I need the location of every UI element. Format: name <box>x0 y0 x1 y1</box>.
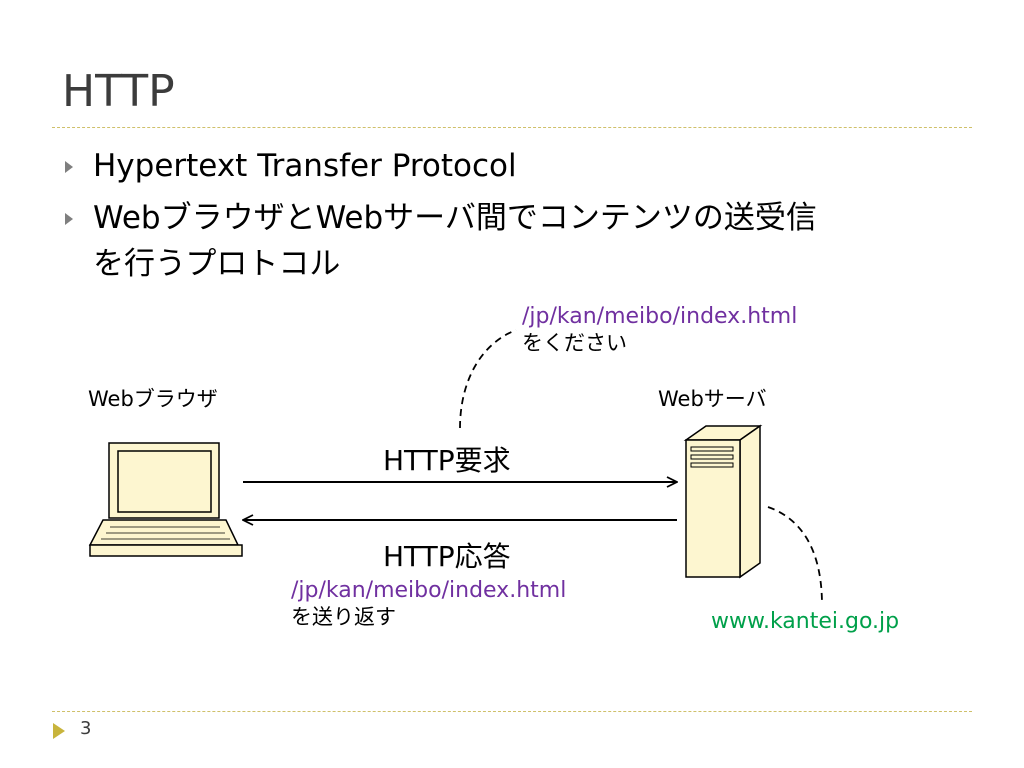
server-host: www.kantei.go.jp <box>711 609 900 634</box>
response-bubble: /jp/kan/meibo/index.html を送り返す <box>291 578 566 631</box>
client-label: Webブラウザ <box>88 387 218 411</box>
bullet-arrow-icon <box>65 161 73 173</box>
slide-title: HTTP <box>62 66 175 117</box>
footer-divider <box>52 711 972 712</box>
bullet-1-text: Hypertext Transfer Protocol <box>93 148 517 184</box>
response-label: HTTP応答 <box>383 540 511 573</box>
response-bubble-text: を送り返す <box>291 605 396 630</box>
bullet-2-line2: を行うプロトコル <box>93 246 341 282</box>
request-path: /jp/kan/meibo/index.html <box>522 304 798 329</box>
bullet-2-line1: WebブラウザとWebサーバ間でコンテンツの送受信 <box>93 200 817 236</box>
footer-triangle-icon <box>53 723 65 739</box>
request-label: HTTP要求 <box>383 444 511 477</box>
page-number: 3 <box>80 718 92 739</box>
request-bubble: /jp/kan/meibo/index.html をください <box>522 304 797 357</box>
server-icon <box>683 424 763 579</box>
server-label: Webサーバ <box>658 387 767 411</box>
server-callout-line <box>767 506 823 606</box>
title-divider <box>52 127 972 128</box>
request-bubble-text: をください <box>522 331 627 356</box>
response-path: /jp/kan/meibo/index.html <box>291 578 567 603</box>
laptop-icon <box>88 442 243 557</box>
request-callout-line <box>459 329 517 429</box>
bullet-arrow-icon <box>65 213 73 225</box>
